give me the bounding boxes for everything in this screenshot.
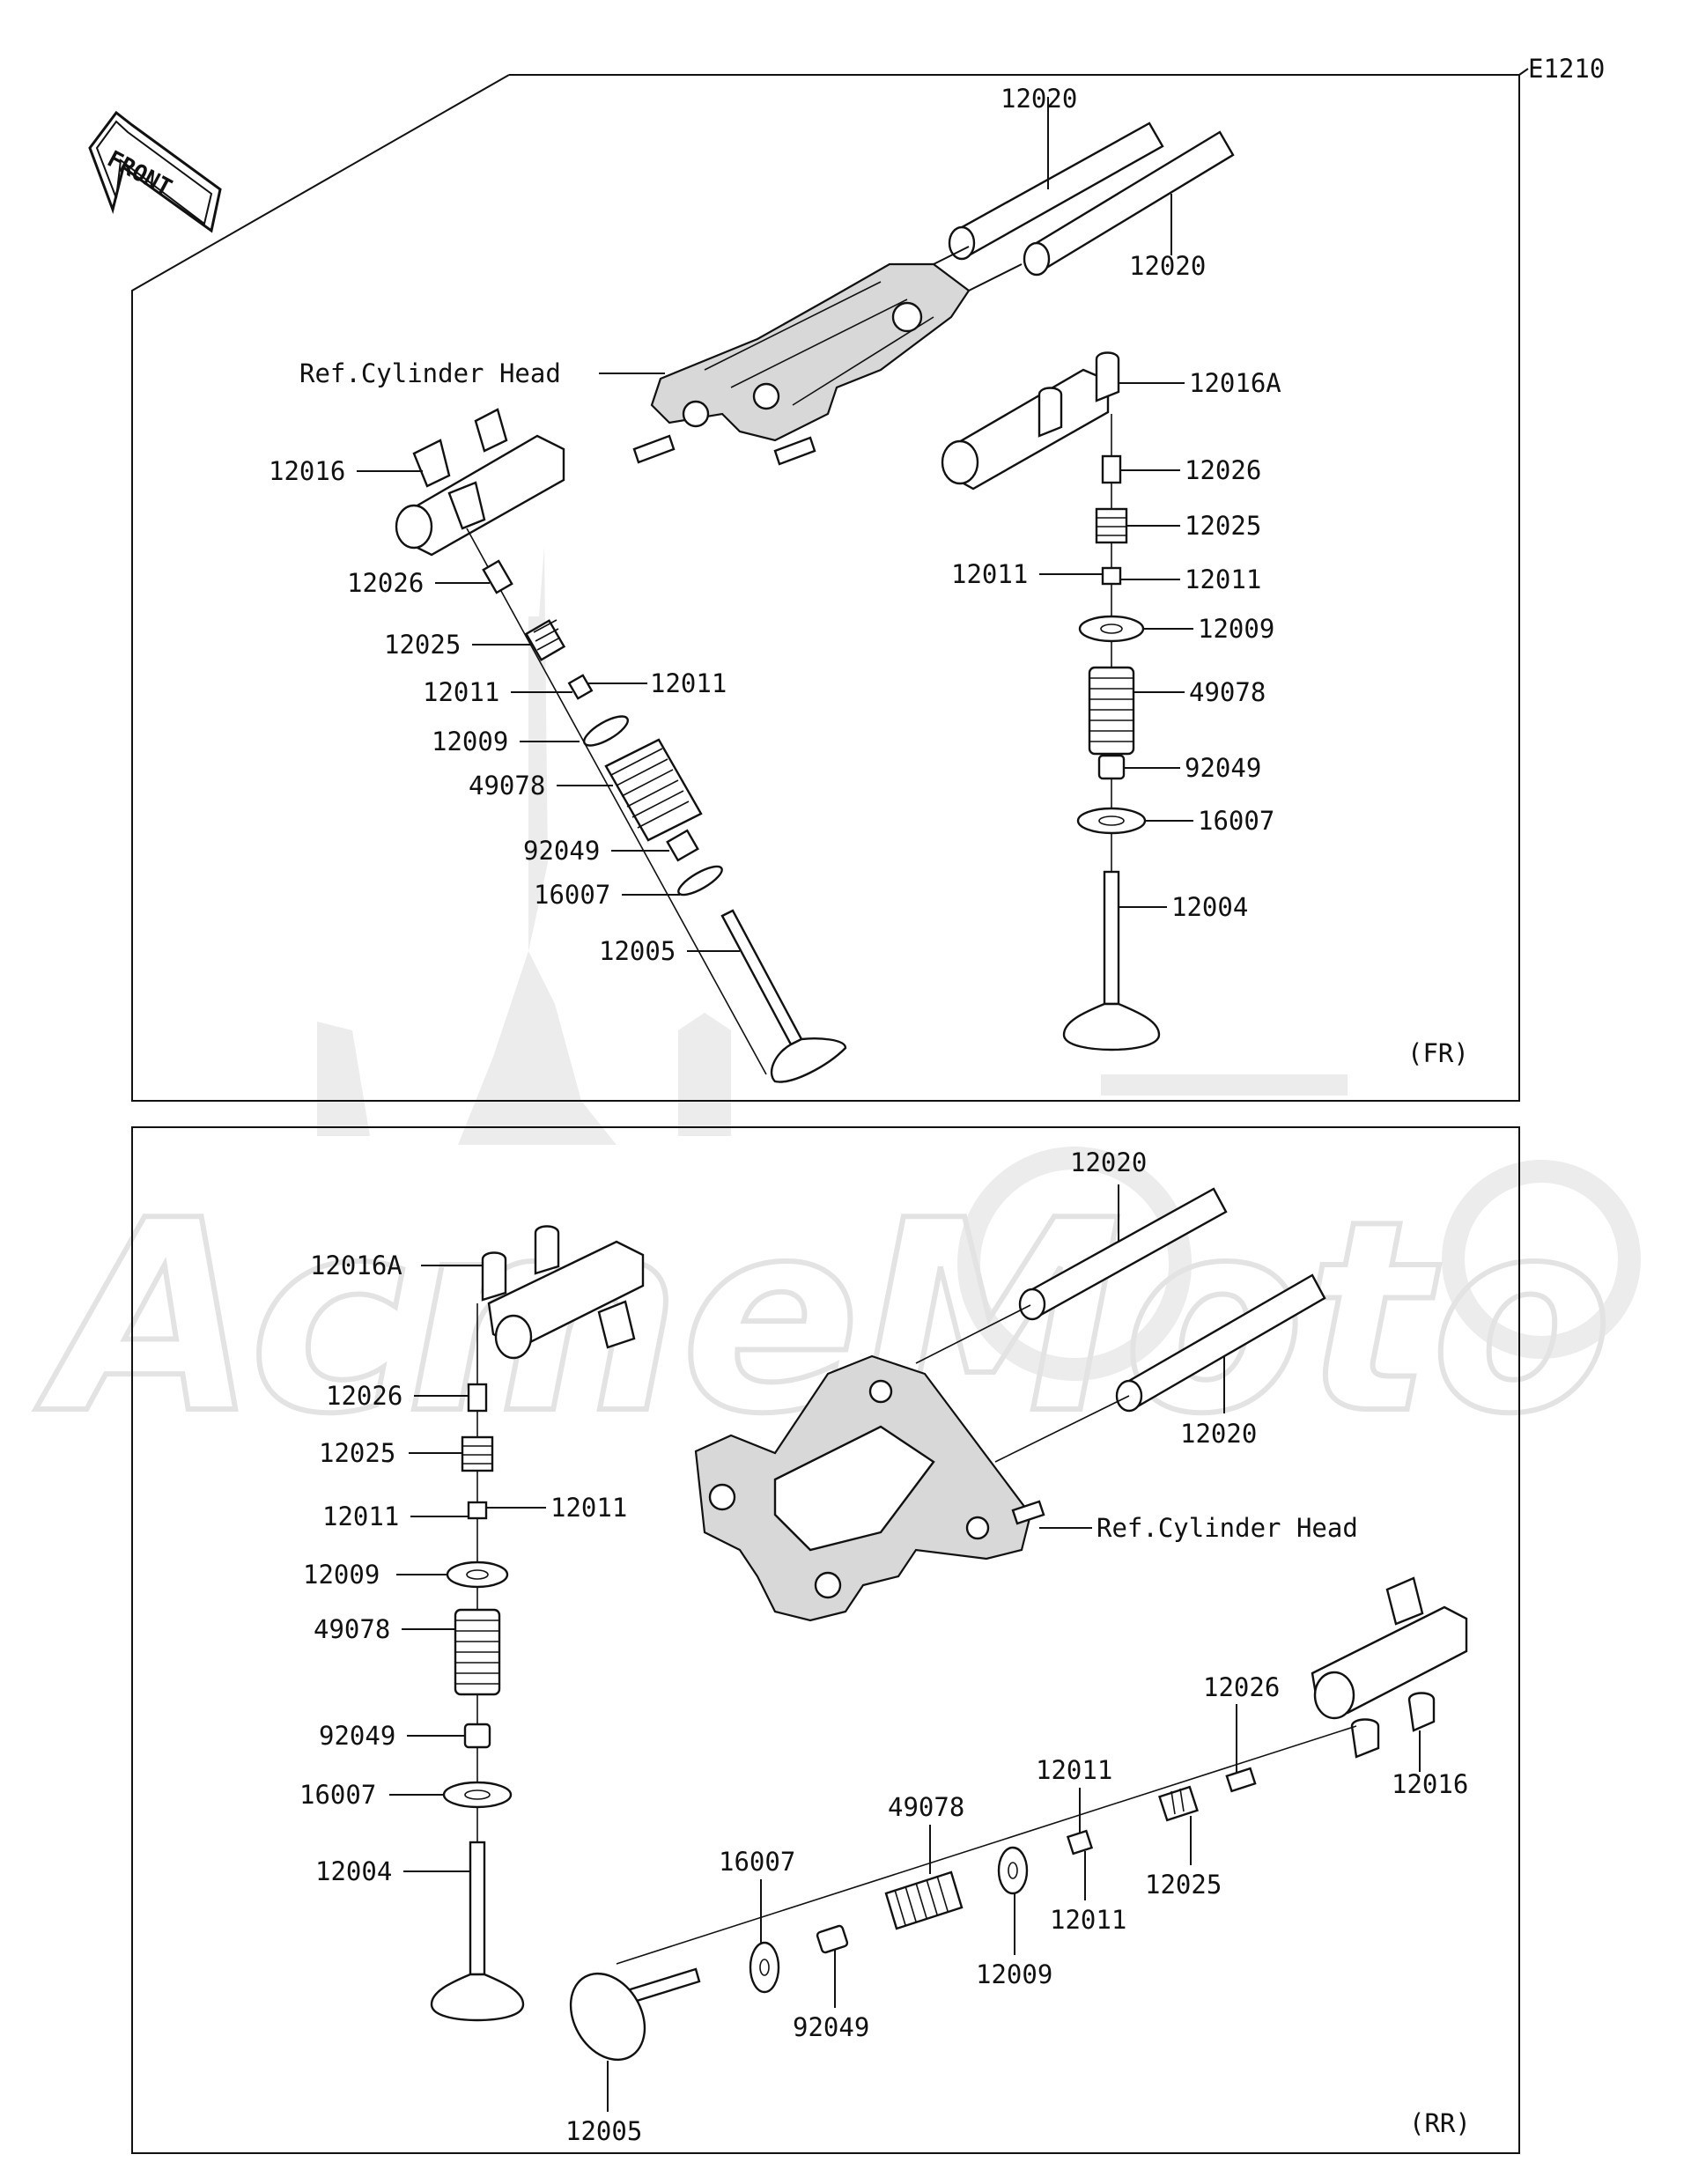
- adjuster-rr-left-12026: [467, 1383, 488, 1413]
- rocker-arm-fr-12016A: [941, 351, 1120, 491]
- spring-rr-left-49078: [454, 1608, 501, 1696]
- label-rr-ref-cylinder-head: Ref.Cylinder Head: [1097, 1513, 1358, 1543]
- label-rr-l-12009: 12009: [303, 1560, 380, 1590]
- label-fr-r-16007: 16007: [1198, 806, 1274, 836]
- label-rr-l-49078: 49078: [314, 1614, 390, 1644]
- front-direction-arrow-icon: FRONT: [88, 110, 222, 233]
- seal-fr-right-92049: [1097, 754, 1126, 780]
- label-fr-r-49078: 49078: [1189, 677, 1266, 707]
- label-rr-12016A: 12016A: [310, 1251, 402, 1280]
- label-fr-r-12026: 12026: [1185, 455, 1261, 485]
- panel-tag-rr: (RR): [1409, 2108, 1471, 2138]
- label-rr-h-12026: 12026: [1203, 1672, 1280, 1702]
- rocker-arm-rr-12016: [1311, 1576, 1468, 1759]
- seat-rr-right-16007: [749, 1941, 780, 1994]
- label-rr-h-12005: 12005: [565, 2116, 642, 2146]
- label-fr-l-49078: 49078: [469, 771, 545, 801]
- panel-rr: (RR) 12020 12020 Ref.Cylinder Head: [131, 1126, 1520, 2154]
- label-rr-h-16007: 16007: [719, 1847, 795, 1877]
- label-fr-l-92049: 92049: [523, 836, 600, 866]
- retainer-rr-left-12009: [446, 1561, 509, 1589]
- label-fr-l-12005: 12005: [599, 936, 676, 966]
- seat-fr-left-16007: [677, 865, 723, 896]
- adjuster-fr-right-12026: [1101, 454, 1122, 484]
- label-fr-r-92049: 92049: [1185, 753, 1261, 783]
- rocker-shaft-fr-b: [1023, 130, 1235, 277]
- cylinder-head-fr: [632, 246, 1023, 466]
- label-rr-h-12011-b: 12011: [1050, 1905, 1126, 1935]
- label-rr-l-12004: 12004: [315, 1856, 392, 1886]
- label-rr-h-12009: 12009: [976, 1959, 1052, 1989]
- spring-rr-right-49078: [884, 1870, 964, 1930]
- label-rr-l-12025: 12025: [319, 1438, 395, 1468]
- label-fr-r-12011-a: 12011: [951, 559, 1028, 589]
- label-rr-l-12026: 12026: [326, 1381, 402, 1411]
- label-rr-l-16007: 16007: [299, 1780, 376, 1810]
- label-fr-l-12011-a: 12011: [423, 677, 499, 707]
- valve-fr-left-12005: [720, 909, 847, 1083]
- valve-rr-left-12004: [430, 1841, 525, 2022]
- label-fr-r-12025: 12025: [1185, 511, 1261, 541]
- label-rr-h-12011-a: 12011: [1036, 1755, 1112, 1785]
- label-rr-h-49078: 49078: [888, 1792, 964, 1822]
- adjuster-rr-right-12026: [1225, 1767, 1257, 1793]
- label-fr-l-16007: 16007: [534, 880, 610, 910]
- label-fr-r-12009: 12009: [1198, 614, 1274, 644]
- retainer-fr-left-12009: [583, 715, 629, 747]
- seal-rr-right-92049: [816, 1924, 849, 1954]
- rocker-arm-rr-12016A: [481, 1225, 645, 1360]
- retainer-rr-right-12009: [997, 1846, 1029, 1895]
- adjuster-fr-left-12026: [482, 559, 513, 594]
- spring-fr-right-49078: [1088, 666, 1135, 756]
- rocker-shaft-fr-a: [948, 97, 1164, 261]
- label-fr-l-12009: 12009: [432, 727, 508, 756]
- panel-tag-fr: (FR): [1407, 1038, 1469, 1068]
- cotter-fr-right-12011: [1101, 566, 1122, 586]
- retainer-fr-right-12009: [1078, 615, 1145, 643]
- label-fr-r-12011-b: 12011: [1185, 564, 1261, 594]
- cotter-rr-right-12011: [1066, 1829, 1094, 1856]
- label-fr-r-12004: 12004: [1171, 892, 1248, 922]
- label-rr-12020-b: 12020: [1180, 1419, 1257, 1449]
- seat-fr-right-16007: [1076, 807, 1147, 835]
- label-rr-l-12011-a: 12011: [322, 1502, 399, 1531]
- label-fr-12020-a: 12020: [1001, 84, 1077, 114]
- seal-fr-left-92049: [666, 829, 699, 862]
- cotter-fr-left-12011: [567, 674, 594, 700]
- label-rr-12016: 12016: [1392, 1769, 1468, 1799]
- label-rr-12020-a: 12020: [1070, 1147, 1147, 1177]
- seal-rr-left-92049: [463, 1723, 491, 1749]
- diagram-code: E1210: [1528, 54, 1605, 84]
- label-fr-12016A: 12016A: [1189, 368, 1281, 398]
- valve-fr-right-12004: [1062, 870, 1161, 1051]
- seat-rr-left-16007: [442, 1781, 513, 1809]
- nut-fr-left-12025: [524, 619, 566, 661]
- label-fr-l-12025: 12025: [384, 630, 461, 660]
- label-fr-ref-cylinder-head: Ref.Cylinder Head: [299, 358, 561, 388]
- rocker-arm-fr-12016: [395, 408, 565, 557]
- label-fr-l-12026: 12026: [347, 568, 424, 598]
- nut-rr-left-12025: [461, 1435, 494, 1472]
- spring-fr-left-49078: [604, 738, 703, 842]
- cylinder-head-rr: [694, 1354, 1045, 1622]
- label-fr-l-12011-b: 12011: [650, 668, 727, 698]
- label-rr-l-92049: 92049: [319, 1721, 395, 1751]
- rocker-shaft-rr-a: [1018, 1184, 1228, 1321]
- panel-fr: (FR) 12020 12020 Ref.Cylinder Head: [131, 68, 1529, 1102]
- watermark: AcmeMoto: [30, 546, 1641, 1474]
- label-rr-h-12025: 12025: [1145, 1870, 1222, 1900]
- label-rr-l-12011-b: 12011: [550, 1493, 627, 1523]
- nut-rr-right-12025: [1158, 1785, 1199, 1822]
- nut-fr-right-12025: [1095, 507, 1128, 544]
- cotter-rr-left-12011: [467, 1501, 488, 1520]
- valve-rr-right-12005: [569, 1967, 701, 2062]
- label-fr-12016: 12016: [269, 456, 345, 486]
- label-fr-12020-b: 12020: [1129, 251, 1206, 281]
- label-rr-h-92049: 92049: [793, 2012, 869, 2042]
